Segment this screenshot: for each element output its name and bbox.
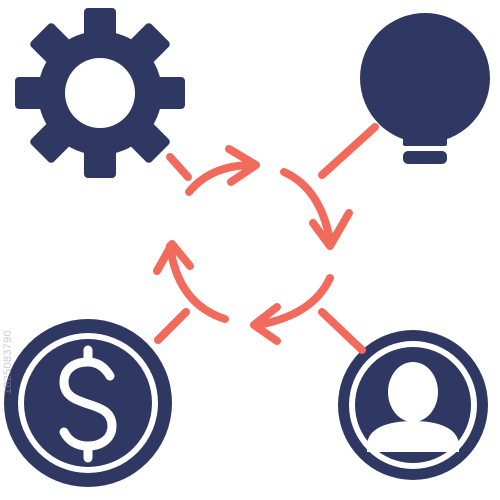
- lightbulb-icon: [360, 13, 490, 164]
- connector-gear: [166, 153, 192, 181]
- user-avatar-icon: [338, 330, 488, 480]
- connector-coin: [154, 308, 190, 344]
- connector-bulb: [318, 123, 379, 179]
- cycle-arrow-top: [185, 145, 260, 196]
- gear-icon: [15, 8, 185, 178]
- watermark-text: 1825083790: [2, 330, 14, 395]
- connector-user: [318, 308, 366, 354]
- dollar-coin-icon: [4, 319, 172, 487]
- cycle-arrow-left: [153, 240, 229, 323]
- cycle-arrow-bottom: [250, 274, 334, 345]
- cycle-arrows: [153, 145, 353, 345]
- connector-lines: [154, 123, 379, 354]
- cycle-arrow-right: [280, 168, 353, 250]
